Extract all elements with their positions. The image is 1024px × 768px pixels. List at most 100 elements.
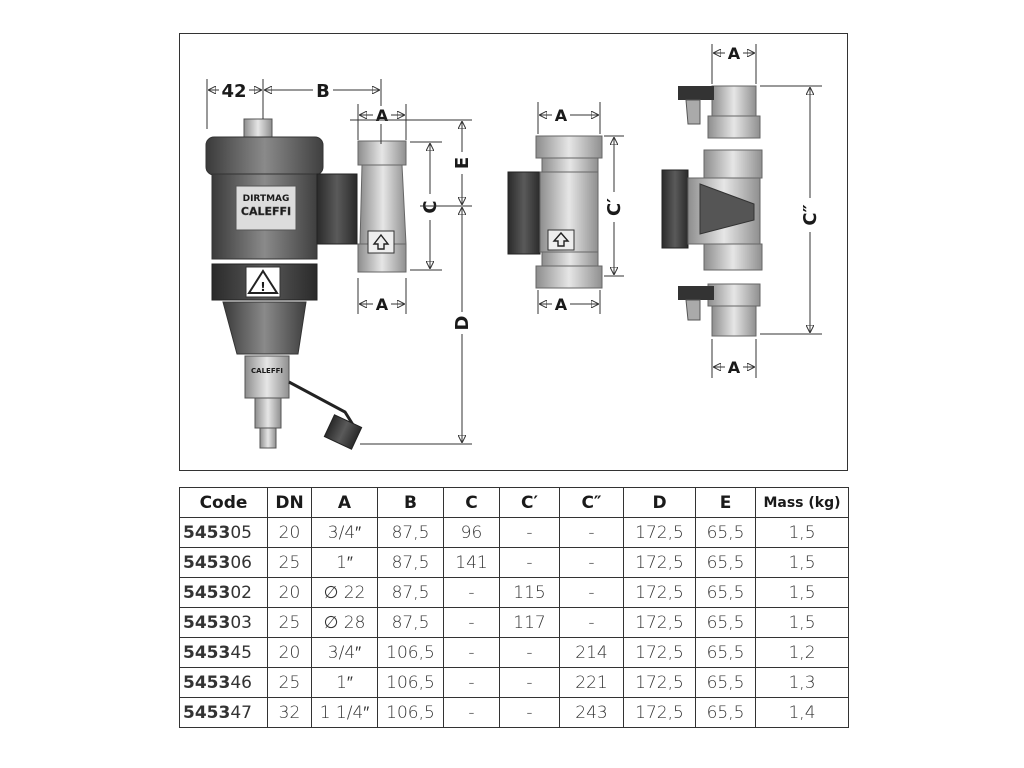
brand-label-text: CALEFFI	[241, 205, 291, 218]
cell-c-double-prime: 221	[559, 667, 624, 698]
cell-a: 3/4″	[311, 637, 378, 668]
code-suffix: 45	[230, 642, 252, 663]
cell-b: 106,5	[377, 667, 444, 698]
dim-a-bottom-left-label: A	[376, 295, 389, 314]
cell-b: 87,5	[377, 607, 444, 638]
compression-fitting-body	[507, 135, 603, 289]
cell-c: 96	[443, 517, 500, 548]
cell-dn: 32	[267, 697, 312, 728]
code-suffix: 46	[230, 672, 252, 693]
table-header-row: Code DN A B C C′ C″ D E Mass (kg)	[179, 487, 849, 518]
cell-c-prime: 117	[499, 607, 560, 638]
cell-a: ∅ 28	[311, 607, 378, 638]
cell-c-prime: -	[499, 697, 560, 728]
cell-d: 172,5	[623, 607, 696, 638]
cell-dn: 20	[267, 577, 312, 608]
dim-c-prime-label: C′	[604, 198, 625, 216]
code-suffix: 02	[230, 582, 252, 603]
cell-c-double-prime: 214	[559, 637, 624, 668]
cell-e: 65,5	[695, 607, 756, 638]
cell-d: 172,5	[623, 517, 696, 548]
dim-a-top-left-label: A	[376, 106, 389, 125]
cell-e: 65,5	[695, 637, 756, 668]
dim-c-double-prime-label: C″	[800, 204, 821, 225]
cell-mass: 1,5	[755, 517, 849, 548]
cell-c: -	[443, 637, 500, 668]
cell-c-prime: -	[499, 667, 560, 698]
cell-a: 3/4″	[311, 517, 378, 548]
technical-drawing: DIRTMAG CALEFFI ! CALEFFI 42 B	[179, 33, 848, 471]
code-suffix: 47	[230, 702, 252, 723]
cell-c-double-prime: -	[559, 547, 624, 578]
cell-code: 545345	[179, 637, 268, 668]
code-prefix: 5453	[183, 642, 231, 663]
cell-dn: 25	[267, 607, 312, 638]
cell-a: 1″	[311, 667, 378, 698]
cell-c-double-prime: -	[559, 607, 624, 638]
dim-42-label: 42	[221, 81, 246, 102]
cell-c-prime: 115	[499, 577, 560, 608]
code-prefix: 5453	[183, 552, 231, 573]
code-suffix: 03	[230, 612, 252, 633]
svg-text:!: !	[260, 280, 265, 294]
cell-mass: 1,4	[755, 697, 849, 728]
dimension-drawing: DIRTMAG CALEFFI ! CALEFFI 42 B	[205, 44, 822, 450]
cell-c-prime: -	[499, 517, 560, 548]
right-dimensions: A A C″	[711, 44, 822, 378]
header-mass: Mass (kg)	[755, 487, 849, 518]
header-d: D	[623, 487, 696, 518]
cell-code: 545303	[179, 607, 268, 638]
dirt-separator-device: DIRTMAG CALEFFI ! CALEFFI	[205, 118, 407, 450]
dim-c-label: C	[420, 200, 441, 213]
header-dn: DN	[267, 487, 312, 518]
cell-code: 545346	[179, 667, 268, 698]
cell-dn: 25	[267, 667, 312, 698]
cell-c-prime: -	[499, 637, 560, 668]
cell-e: 65,5	[695, 697, 756, 728]
cell-d: 172,5	[623, 577, 696, 608]
cell-e: 65,5	[695, 517, 756, 548]
cell-c: -	[443, 607, 500, 638]
cell-dn: 25	[267, 547, 312, 578]
cell-a: 1″	[311, 547, 378, 578]
cell-mass: 1,5	[755, 577, 849, 608]
left-dimensions: 42 B A A C E D	[206, 79, 473, 445]
cell-d: 172,5	[623, 697, 696, 728]
cell-c: -	[443, 577, 500, 608]
header-c: C	[443, 487, 500, 518]
specification-table: Code DN A B C C′ C″ D E Mass (kg) 545305…	[179, 487, 849, 728]
cell-mass: 1,3	[755, 667, 849, 698]
cell-dn: 20	[267, 517, 312, 548]
cell-c-double-prime: 243	[559, 697, 624, 728]
cell-mass: 1,5	[755, 607, 849, 638]
cell-c-prime: -	[499, 547, 560, 578]
cell-b: 106,5	[377, 697, 444, 728]
cell-code: 545305	[179, 517, 268, 548]
header-e: E	[695, 487, 756, 518]
cell-d: 172,5	[623, 547, 696, 578]
header-b: B	[377, 487, 444, 518]
cell-mass: 1,5	[755, 547, 849, 578]
valve-brand-text: CALEFFI	[251, 367, 283, 375]
header-c-prime: C′	[499, 487, 560, 518]
cell-c-double-prime: -	[559, 577, 624, 608]
cell-a: 1 1/4″	[311, 697, 378, 728]
cell-mass: 1,2	[755, 637, 849, 668]
dim-b-label: B	[316, 81, 330, 102]
dim-d-label: D	[452, 316, 473, 331]
cell-code: 545306	[179, 547, 268, 578]
dim-e-label: E	[452, 157, 473, 169]
dim-a-top-right-label: A	[728, 44, 741, 63]
code-suffix: 06	[230, 552, 252, 573]
cell-d: 172,5	[623, 667, 696, 698]
cell-c-double-prime: -	[559, 517, 624, 548]
code-prefix: 5453	[183, 672, 231, 693]
cell-code: 545302	[179, 577, 268, 608]
